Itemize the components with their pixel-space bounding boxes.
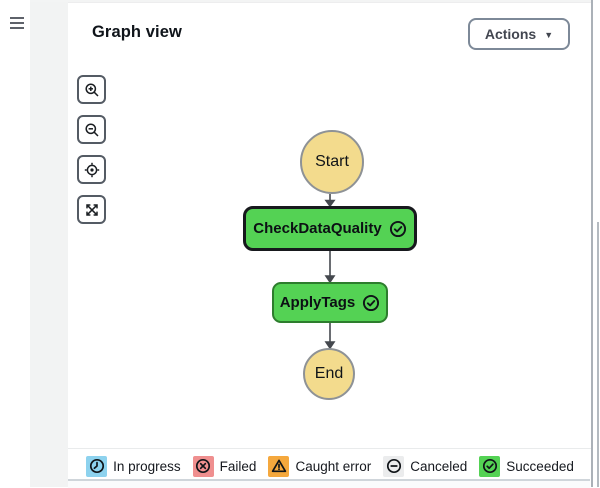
legend-item-canceled: Canceled	[383, 455, 468, 477]
node-checkdataquality-label: CheckDataQuality	[253, 220, 382, 237]
clock-icon	[86, 455, 108, 477]
center-view-icon	[84, 162, 99, 177]
legend-label: Caught error	[295, 458, 372, 474]
next-panel-edge	[68, 479, 590, 488]
scrollbar-thumb[interactable]	[597, 222, 599, 487]
node-start-label: Start	[315, 153, 349, 170]
node-checkdataquality[interactable]: CheckDataQuality	[243, 206, 417, 251]
circle-x-icon	[192, 455, 214, 477]
legend-divider	[68, 448, 592, 449]
graph-view-card: Graph view Actions ▼	[68, 2, 592, 488]
fit-view-icon	[85, 203, 98, 216]
legend-label: Succeeded	[506, 458, 574, 474]
hamburger-menu-icon	[10, 16, 24, 29]
zoom-out-icon	[84, 122, 99, 137]
node-end[interactable]: End	[303, 348, 355, 400]
zoom-in-button[interactable]	[77, 75, 106, 104]
actions-button-label: Actions	[484, 26, 537, 42]
collapsed-panel-gutter	[30, 0, 68, 487]
legend-label: In progress	[113, 458, 181, 474]
legend-label: Failed	[219, 458, 257, 474]
zoom-in-icon	[84, 82, 99, 97]
caret-down-icon: ▼	[544, 29, 554, 40]
triangle-warning-icon	[268, 455, 290, 477]
legend-item-failed: Failed	[192, 455, 257, 477]
zoom-out-button[interactable]	[77, 115, 106, 144]
succeeded-check-icon	[363, 294, 380, 311]
circle-minus-icon	[383, 455, 405, 477]
page-title: Graph view	[92, 23, 182, 41]
top-divider	[30, 0, 592, 2]
legend-item-caught-error: Caught error	[268, 455, 372, 477]
legend-item-succeeded: Succeeded	[479, 455, 574, 477]
legend-label: Canceled	[410, 458, 468, 474]
center-view-button[interactable]	[77, 155, 106, 184]
succeeded-check-icon	[389, 220, 406, 237]
legend-item-in-progress: In progress	[86, 455, 181, 477]
circle-check-icon	[479, 455, 501, 477]
node-start[interactable]: Start	[300, 130, 364, 194]
actions-button[interactable]: Actions ▼	[468, 18, 570, 50]
fit-view-button[interactable]	[77, 195, 106, 224]
node-applytags-label: ApplyTags	[279, 294, 356, 311]
menu-button[interactable]	[5, 13, 29, 35]
status-legend: In progress Failed Caught error	[68, 453, 592, 479]
node-applytags[interactable]: ApplyTags	[272, 282, 388, 323]
scrollbar-track[interactable]	[591, 0, 593, 487]
node-end-label: End	[314, 365, 344, 382]
